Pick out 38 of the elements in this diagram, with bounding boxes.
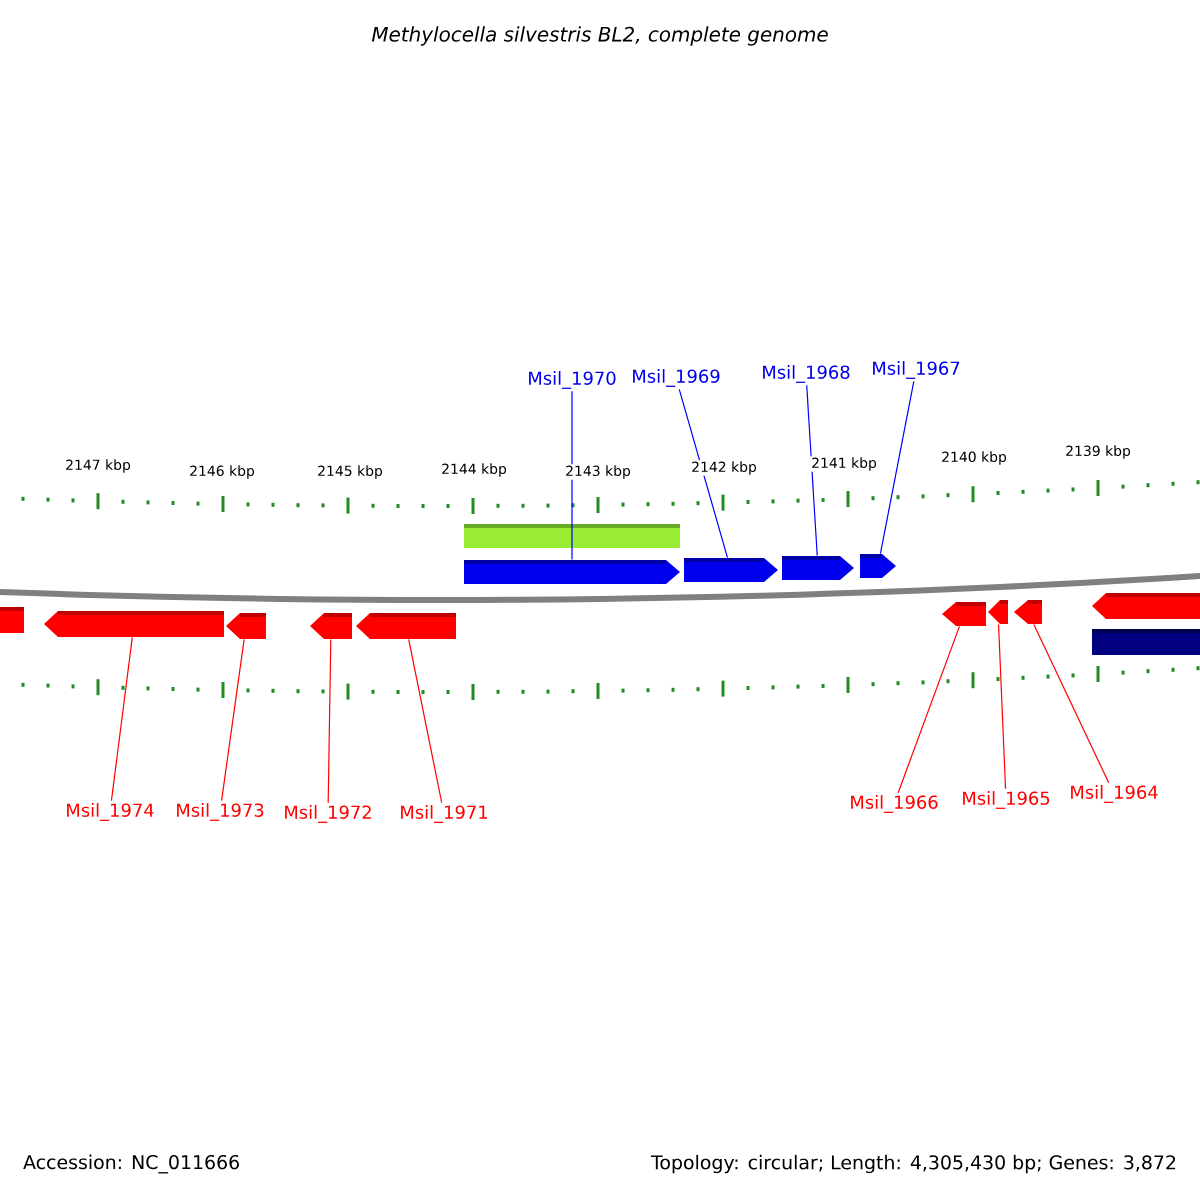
- gene-label: Msil_1971: [401, 805, 488, 823]
- leader-line: [221, 638, 245, 802]
- gene-label: Msil_1973: [177, 803, 264, 821]
- leader-line: [327, 638, 332, 804]
- title: Methylocella silvestris BL2, complete genome: [371, 26, 828, 46]
- gene-feature: [356, 613, 456, 639]
- leader-line: [571, 390, 573, 561]
- gene-feature: [226, 613, 266, 639]
- genome-info: Topology: circular; Length: 4,305,430 bp; Genes: 3,872: [650, 1154, 1176, 1174]
- gene-label: Msil_1968: [763, 365, 850, 383]
- gene-bar: [464, 524, 680, 548]
- gene-bar: [1092, 629, 1200, 655]
- gene-label: Msil_1972: [285, 805, 371, 823]
- gene-feature: [1014, 600, 1042, 624]
- gene-feature: [1092, 593, 1200, 619]
- leader-line: [678, 388, 729, 559]
- gene-label: Msil_1967: [873, 361, 960, 379]
- leader-line: [997, 623, 1007, 790]
- gene-feature: [310, 613, 352, 639]
- leader-line: [408, 638, 443, 804]
- gene-feature: [464, 560, 680, 584]
- leader-line: [879, 380, 915, 555]
- gene-feature: [0, 607, 24, 633]
- gene-feature: [684, 558, 778, 582]
- gene-label: Msil_1965: [963, 791, 1050, 809]
- gene-label: Msil_1966: [851, 795, 938, 813]
- leader-line: [806, 384, 818, 557]
- gene-label: Msil_1974: [67, 803, 154, 821]
- gene-label: Msil_1970: [529, 371, 616, 389]
- leader-line: [110, 636, 133, 802]
- leader-line: [897, 625, 961, 794]
- gene-label: Msil_1969: [633, 369, 720, 387]
- gene-feature: [782, 556, 854, 580]
- gene-feature: [988, 600, 1008, 624]
- accession-text: Accession: NC_011666: [23, 1154, 239, 1174]
- gene-feature: [860, 554, 896, 578]
- gene-label: Msil_1964: [1071, 785, 1158, 803]
- leader-line: [1033, 623, 1110, 784]
